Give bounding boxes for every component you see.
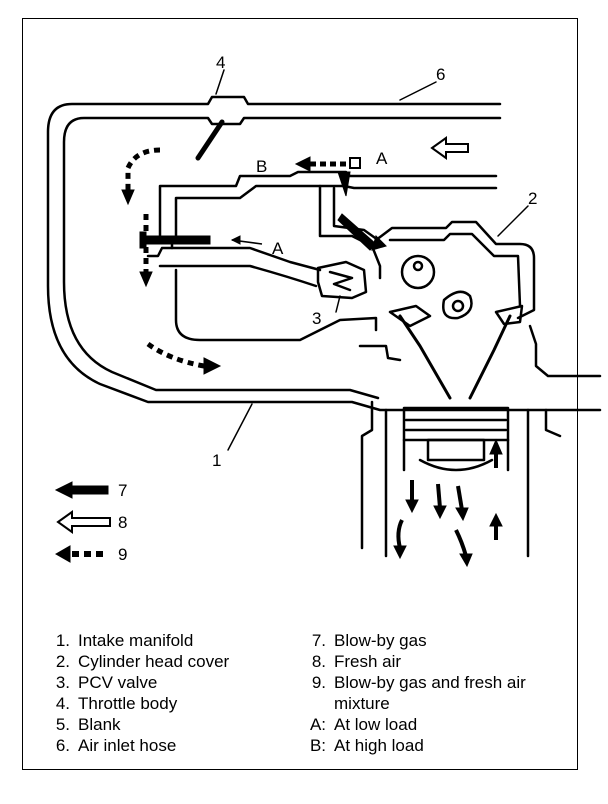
leader-1 xyxy=(227,403,253,451)
callout-2: 2 xyxy=(528,189,538,208)
legend-item-9: 9.Blow-by gas and fresh air mixture xyxy=(311,673,526,713)
mix-arrow-bottom xyxy=(146,341,205,369)
blowby-cylinder-arrows xyxy=(396,452,498,557)
blowby-arrow-mid xyxy=(145,235,211,245)
manifold-upper-outer xyxy=(158,170,498,242)
valve-left xyxy=(398,314,452,400)
callout-4: 4 xyxy=(216,53,226,72)
piston-pin-box xyxy=(426,438,486,462)
leader-2 xyxy=(497,205,529,237)
manifold-inner-loop xyxy=(174,268,378,342)
throttle-plate xyxy=(195,119,225,161)
piston-top xyxy=(402,406,510,442)
manifold-lower-outer xyxy=(146,246,322,272)
label-a-mid: A xyxy=(272,239,284,258)
callout-6: 6 xyxy=(436,65,446,84)
callout-1: 1 xyxy=(212,451,222,470)
blowby-arrow-plenum xyxy=(337,213,377,251)
legend-item-5: 5.Blank xyxy=(55,715,121,734)
pcv-valve-body xyxy=(316,260,368,300)
legend-item-b: B:At high load xyxy=(309,736,424,755)
label-b-top: B xyxy=(256,157,268,176)
key-label-7: 7 xyxy=(118,481,128,500)
legend-item-4: 4.Throttle body xyxy=(55,694,178,713)
figure-frame xyxy=(22,18,578,770)
leader-4 xyxy=(215,69,225,95)
legend-item-3: 3.PCV valve xyxy=(55,673,158,692)
key-fresh-air-arrow xyxy=(56,510,111,534)
mix-arrow-left xyxy=(125,147,161,190)
head-cover xyxy=(374,220,536,320)
manifold-upper-inner xyxy=(174,184,498,238)
callout-3: 3 xyxy=(312,309,322,328)
valve-right xyxy=(468,314,512,400)
legend-item-8: 8.Fresh air xyxy=(311,652,402,671)
key-mixture-arrow xyxy=(54,545,108,563)
cam-lobe xyxy=(400,254,436,290)
key-label-9: 9 xyxy=(118,545,128,564)
leader-3 xyxy=(335,295,341,313)
head-cover-inner xyxy=(388,232,522,308)
leader-6 xyxy=(399,81,437,101)
legend-item-7: 7.Blow-by gas xyxy=(311,631,427,650)
air-inlet-hose-inner xyxy=(62,116,502,400)
key-blowby-arrow xyxy=(54,481,109,499)
rocker xyxy=(442,290,473,320)
cam-center xyxy=(412,260,424,272)
fresh-air-arrow xyxy=(430,136,469,160)
air-inlet-hose-outer xyxy=(46,95,602,412)
manifold-lower-inner xyxy=(158,264,318,288)
cylinder-wall-right-2 xyxy=(544,408,562,438)
cylinder-wall-left xyxy=(360,400,374,550)
legend-item-2: 2.Cylinder head cover xyxy=(55,652,230,671)
legend-item-6: 6.Air inlet hose xyxy=(55,736,177,755)
legend-item-a: A:At low load xyxy=(309,715,418,734)
label-a-top: A xyxy=(376,149,388,168)
legend-item-1: 1.Intake manifold xyxy=(55,631,194,650)
key-label-8: 8 xyxy=(118,513,128,532)
